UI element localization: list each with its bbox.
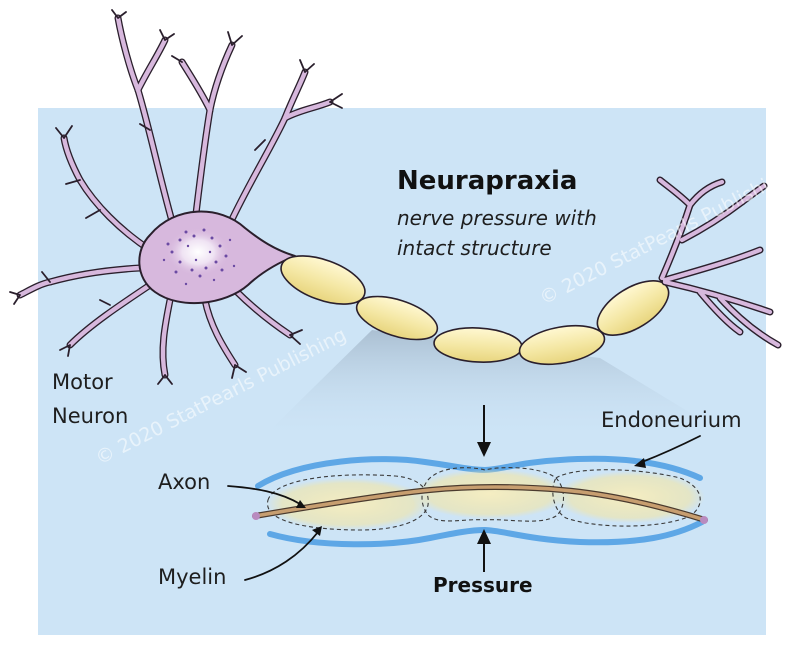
subtitle-line-1: nerve pressure with — [397, 206, 597, 230]
pressure-arrows — [477, 405, 491, 572]
myelinated-axon — [280, 255, 670, 366]
subtitle-line-2: intact structure — [397, 236, 552, 260]
diagram-subtitle: nerve pressure with intact structure — [397, 203, 657, 263]
leader-lines — [227, 435, 701, 581]
myelin-segment-5 — [596, 280, 670, 336]
nucleus-dots — [162, 228, 236, 286]
zoom-myelin-segment-2 — [412, 469, 568, 519]
pressure-arrow-up — [477, 529, 491, 544]
zoom-myelin-segment-1 — [266, 478, 430, 530]
myelin-label: Myelin — [158, 565, 227, 589]
pressure-arrow-down — [477, 442, 491, 457]
zoom-projection — [260, 330, 735, 440]
endoneurium-label: Endoneurium — [601, 408, 742, 432]
motor-neuron-label-line1: Motor — [52, 370, 113, 394]
pressure-label: Pressure — [433, 573, 533, 597]
zoom-axon — [253, 485, 707, 522]
myelin-segment-1 — [280, 255, 366, 305]
diagram-title: Neurapraxia — [397, 166, 578, 196]
axon-label: Axon — [158, 470, 211, 494]
myelin-segment-4 — [518, 324, 606, 366]
zoomed-nerve-section — [252, 455, 708, 548]
axon-terminal — [656, 176, 782, 349]
motor-neuron — [9, 9, 343, 385]
myelin-segment-2 — [355, 295, 439, 341]
endoneurium-bottom — [267, 519, 705, 548]
motor-neuron-label-line2: Neuron — [52, 404, 129, 428]
nucleus — [166, 228, 230, 276]
